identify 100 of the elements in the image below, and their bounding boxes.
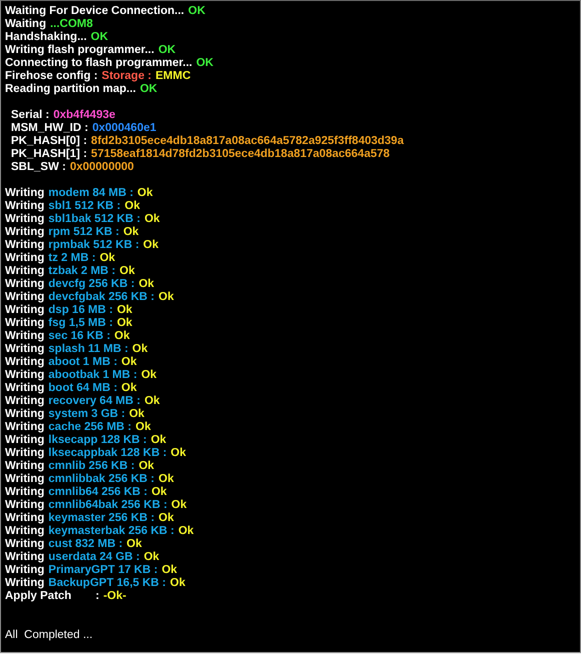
status-text: Ok bbox=[121, 382, 137, 394]
log-text: Writing bbox=[5, 330, 44, 342]
status-text: ...COM8 bbox=[50, 18, 93, 30]
log-text: Writing bbox=[5, 421, 44, 433]
log-text: Reading partition map... bbox=[5, 83, 136, 95]
status-text: Ok bbox=[138, 278, 154, 290]
log-text: Writing bbox=[5, 304, 44, 316]
partition-text: modem 84 MB : bbox=[48, 187, 134, 199]
partition-text: tzbak 2 MB : bbox=[48, 265, 116, 277]
status-text: OK bbox=[158, 44, 176, 56]
status-text: Ok bbox=[170, 447, 186, 459]
log-text: Writing bbox=[5, 434, 44, 446]
partition-text: cmnlibbak 256 KB : bbox=[48, 473, 154, 485]
log-value: Storage : bbox=[102, 70, 152, 82]
log-text: Writing bbox=[5, 317, 44, 329]
status-text: Ok bbox=[171, 499, 187, 511]
partition-text: lksecapp 128 KB : bbox=[48, 434, 147, 446]
log-text: All Completed ... bbox=[5, 629, 93, 641]
status-text: OK bbox=[196, 57, 214, 69]
log-text: Handshaking... bbox=[5, 31, 87, 43]
status-text: Ok bbox=[129, 408, 144, 420]
log-text: Writing bbox=[5, 369, 44, 381]
log-value: 8fd2b3105ece4db18a817a08ac664a5782a925f3ff8403d39a bbox=[91, 135, 404, 147]
log-text: Writing bbox=[5, 200, 44, 212]
log-text: Writing bbox=[5, 226, 44, 238]
partition-text: system 3 GB : bbox=[48, 408, 126, 420]
partition-text: devcfg 256 KB : bbox=[48, 278, 135, 290]
log-text: Writing bbox=[5, 343, 44, 355]
log-text: Writing bbox=[5, 460, 44, 472]
status-text: Ok bbox=[132, 343, 148, 355]
partition-text: fsg 1,5 MB : bbox=[48, 317, 113, 329]
partition-text: devcfgbak 256 KB : bbox=[48, 291, 155, 303]
partition-text: cache 256 MB : bbox=[48, 421, 132, 433]
log-text: Writing bbox=[5, 213, 44, 225]
status-text: Ok bbox=[123, 226, 139, 238]
partition-text: cmnlib 256 KB : bbox=[48, 460, 135, 472]
log-text: Apply Patch bbox=[5, 590, 72, 602]
log-text: Writing bbox=[5, 447, 44, 459]
partition-text: sec 16 KB : bbox=[48, 330, 110, 342]
status-text: Ok bbox=[137, 187, 153, 199]
status-text: Ok bbox=[138, 460, 154, 472]
partition-text: userdata 24 GB : bbox=[48, 551, 140, 563]
log-value: 57158eaf1814d78fd2b3105ece4db18a817a08ac664a578 bbox=[91, 148, 390, 160]
status-text: Ok bbox=[143, 239, 159, 251]
status-text: EMMC bbox=[156, 70, 191, 82]
partition-text: keymaster 256 KB : bbox=[48, 512, 155, 524]
log-text: Serial : bbox=[11, 109, 50, 121]
log-text: Writing bbox=[5, 499, 44, 511]
partition-text: cmnlib64bak 256 KB : bbox=[48, 499, 168, 511]
status-text: Ok bbox=[100, 252, 116, 264]
log-text: Writing bbox=[5, 473, 44, 485]
log-value: 0x000460e1 bbox=[92, 122, 156, 134]
partition-text: sbl1bak 512 KB : bbox=[48, 213, 140, 225]
log-text: Writing bbox=[5, 395, 44, 407]
status-text: Ok bbox=[144, 213, 160, 225]
log-text: SBL_SW : bbox=[11, 161, 66, 173]
log-text: Writing bbox=[5, 577, 44, 589]
status-text: -Ok- bbox=[103, 590, 126, 602]
partition-text: rpmbak 512 KB : bbox=[48, 239, 140, 251]
status-text: Ok bbox=[144, 395, 160, 407]
log-text: PK_HASH[0] : bbox=[11, 135, 88, 147]
status-text: Ok bbox=[141, 369, 157, 381]
log-value: 0x00000000 bbox=[70, 161, 134, 173]
log-value: 0xb4f4493e bbox=[53, 109, 116, 121]
partition-text: aboot 1 MB : bbox=[48, 356, 118, 368]
status-text: Ok bbox=[124, 200, 140, 212]
log-text: Writing bbox=[5, 278, 44, 290]
log-text: Writing bbox=[5, 564, 44, 576]
log-text: Writing bbox=[5, 538, 44, 550]
partition-text: keymasterbak 256 KB : bbox=[48, 525, 174, 537]
log-text: Writing bbox=[5, 265, 44, 277]
partition-text: abootbak 1 MB : bbox=[48, 369, 138, 381]
status-text: Ok bbox=[126, 538, 142, 550]
log-text: Writing bbox=[5, 356, 44, 368]
status-text: Ok bbox=[116, 317, 132, 329]
status-text: OK bbox=[90, 31, 108, 43]
log-text: MSM_HW_ID : bbox=[11, 122, 88, 134]
log-text: Writing bbox=[5, 525, 44, 537]
partition-text: cust 832 MB : bbox=[48, 538, 123, 550]
status-text: Ok bbox=[178, 525, 194, 537]
status-text: Ok bbox=[158, 473, 174, 485]
status-text: Ok bbox=[170, 577, 186, 589]
log-text: Connecting to flash programmer... bbox=[5, 57, 192, 69]
partition-text: rpm 512 KB : bbox=[48, 226, 120, 238]
partition-text: cmnlib64 256 KB : bbox=[48, 486, 148, 498]
status-text: Ok bbox=[116, 304, 132, 316]
partition-text: recovery 64 MB : bbox=[48, 395, 140, 407]
status-text: OK bbox=[140, 83, 158, 95]
log-text: : bbox=[95, 590, 100, 602]
partition-text: lksecappbak 128 KB : bbox=[48, 447, 167, 459]
log-text: Writing bbox=[5, 239, 44, 251]
status-text: Ok bbox=[158, 291, 174, 303]
log-text: Writing bbox=[5, 291, 44, 303]
status-text: Ok bbox=[121, 356, 137, 368]
log-text: Writing bbox=[5, 252, 44, 264]
partition-text: BackupGPT 16,5 KB : bbox=[48, 577, 166, 589]
log-text: Writing bbox=[5, 408, 44, 420]
status-text: Ok bbox=[162, 564, 178, 576]
log-text: Writing bbox=[5, 382, 44, 394]
partition-text: boot 64 MB : bbox=[48, 382, 118, 394]
